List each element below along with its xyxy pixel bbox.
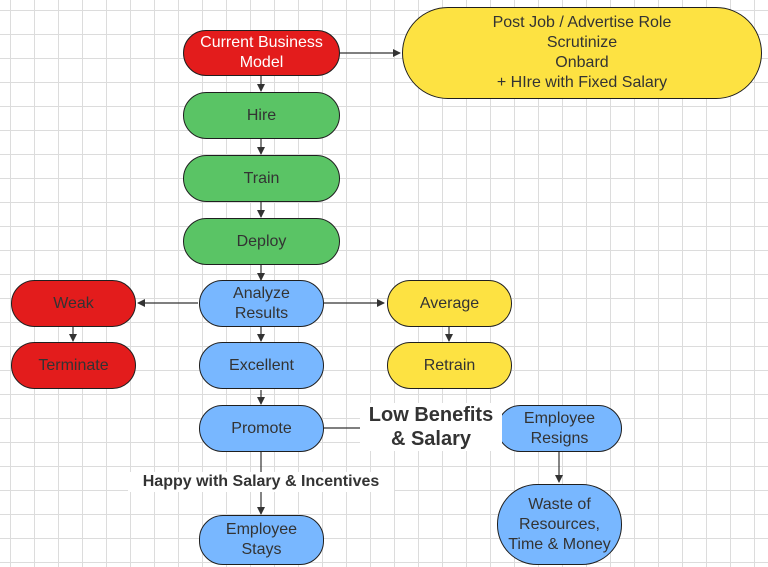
excellent-node: Excellent	[199, 342, 324, 389]
post-job-node: Post Job / Advertise Role Scrutinize Onb…	[402, 7, 762, 99]
employee-stays-label: Employee Stays	[225, 521, 298, 558]
analyze-results-node: Analyze Results	[199, 280, 324, 327]
waste-of-resources-label: Waste of Resources, Time & Money	[508, 495, 611, 553]
hire-node: Hire	[183, 92, 340, 139]
retrain-node: Retrain	[387, 342, 512, 389]
analyze-results-label: Analyze Results	[233, 284, 290, 322]
excellent-label: Excellent	[229, 356, 294, 374]
low-benefits-label: Low Benefits & Salary	[360, 403, 502, 451]
deploy-label: Deploy	[236, 232, 287, 250]
deploy-node: Deploy	[183, 218, 340, 265]
weak-label: Weak	[53, 294, 94, 312]
promote-label: Promote	[231, 419, 292, 437]
employee-stays-node: Employee Stays	[199, 515, 324, 565]
current-business-model-node: Current Business Model	[183, 30, 340, 76]
hire-label: Hire	[246, 106, 277, 124]
employee-resigns-node: Employee Resigns	[497, 405, 622, 452]
terminate-node: Terminate	[11, 342, 136, 389]
promote-node: Promote	[199, 405, 324, 452]
employee-resigns-label: Employee Resigns	[523, 409, 596, 447]
current-business-model-label: Current Business Model	[200, 34, 323, 71]
average-label: Average	[419, 294, 480, 312]
post-job-label: Post Job / Advertise Role Scrutinize Onb…	[492, 14, 672, 91]
weak-node: Weak	[11, 280, 136, 327]
retrain-label: Retrain	[423, 356, 476, 374]
train-label: Train	[243, 169, 280, 187]
terminate-label: Terminate	[38, 356, 109, 374]
train-node: Train	[183, 155, 340, 202]
happy-with-salary-label: Happy with Salary & Incentives	[128, 472, 394, 492]
waste-of-resources-node: Waste of Resources, Time & Money	[497, 484, 622, 565]
average-node: Average	[387, 280, 512, 327]
